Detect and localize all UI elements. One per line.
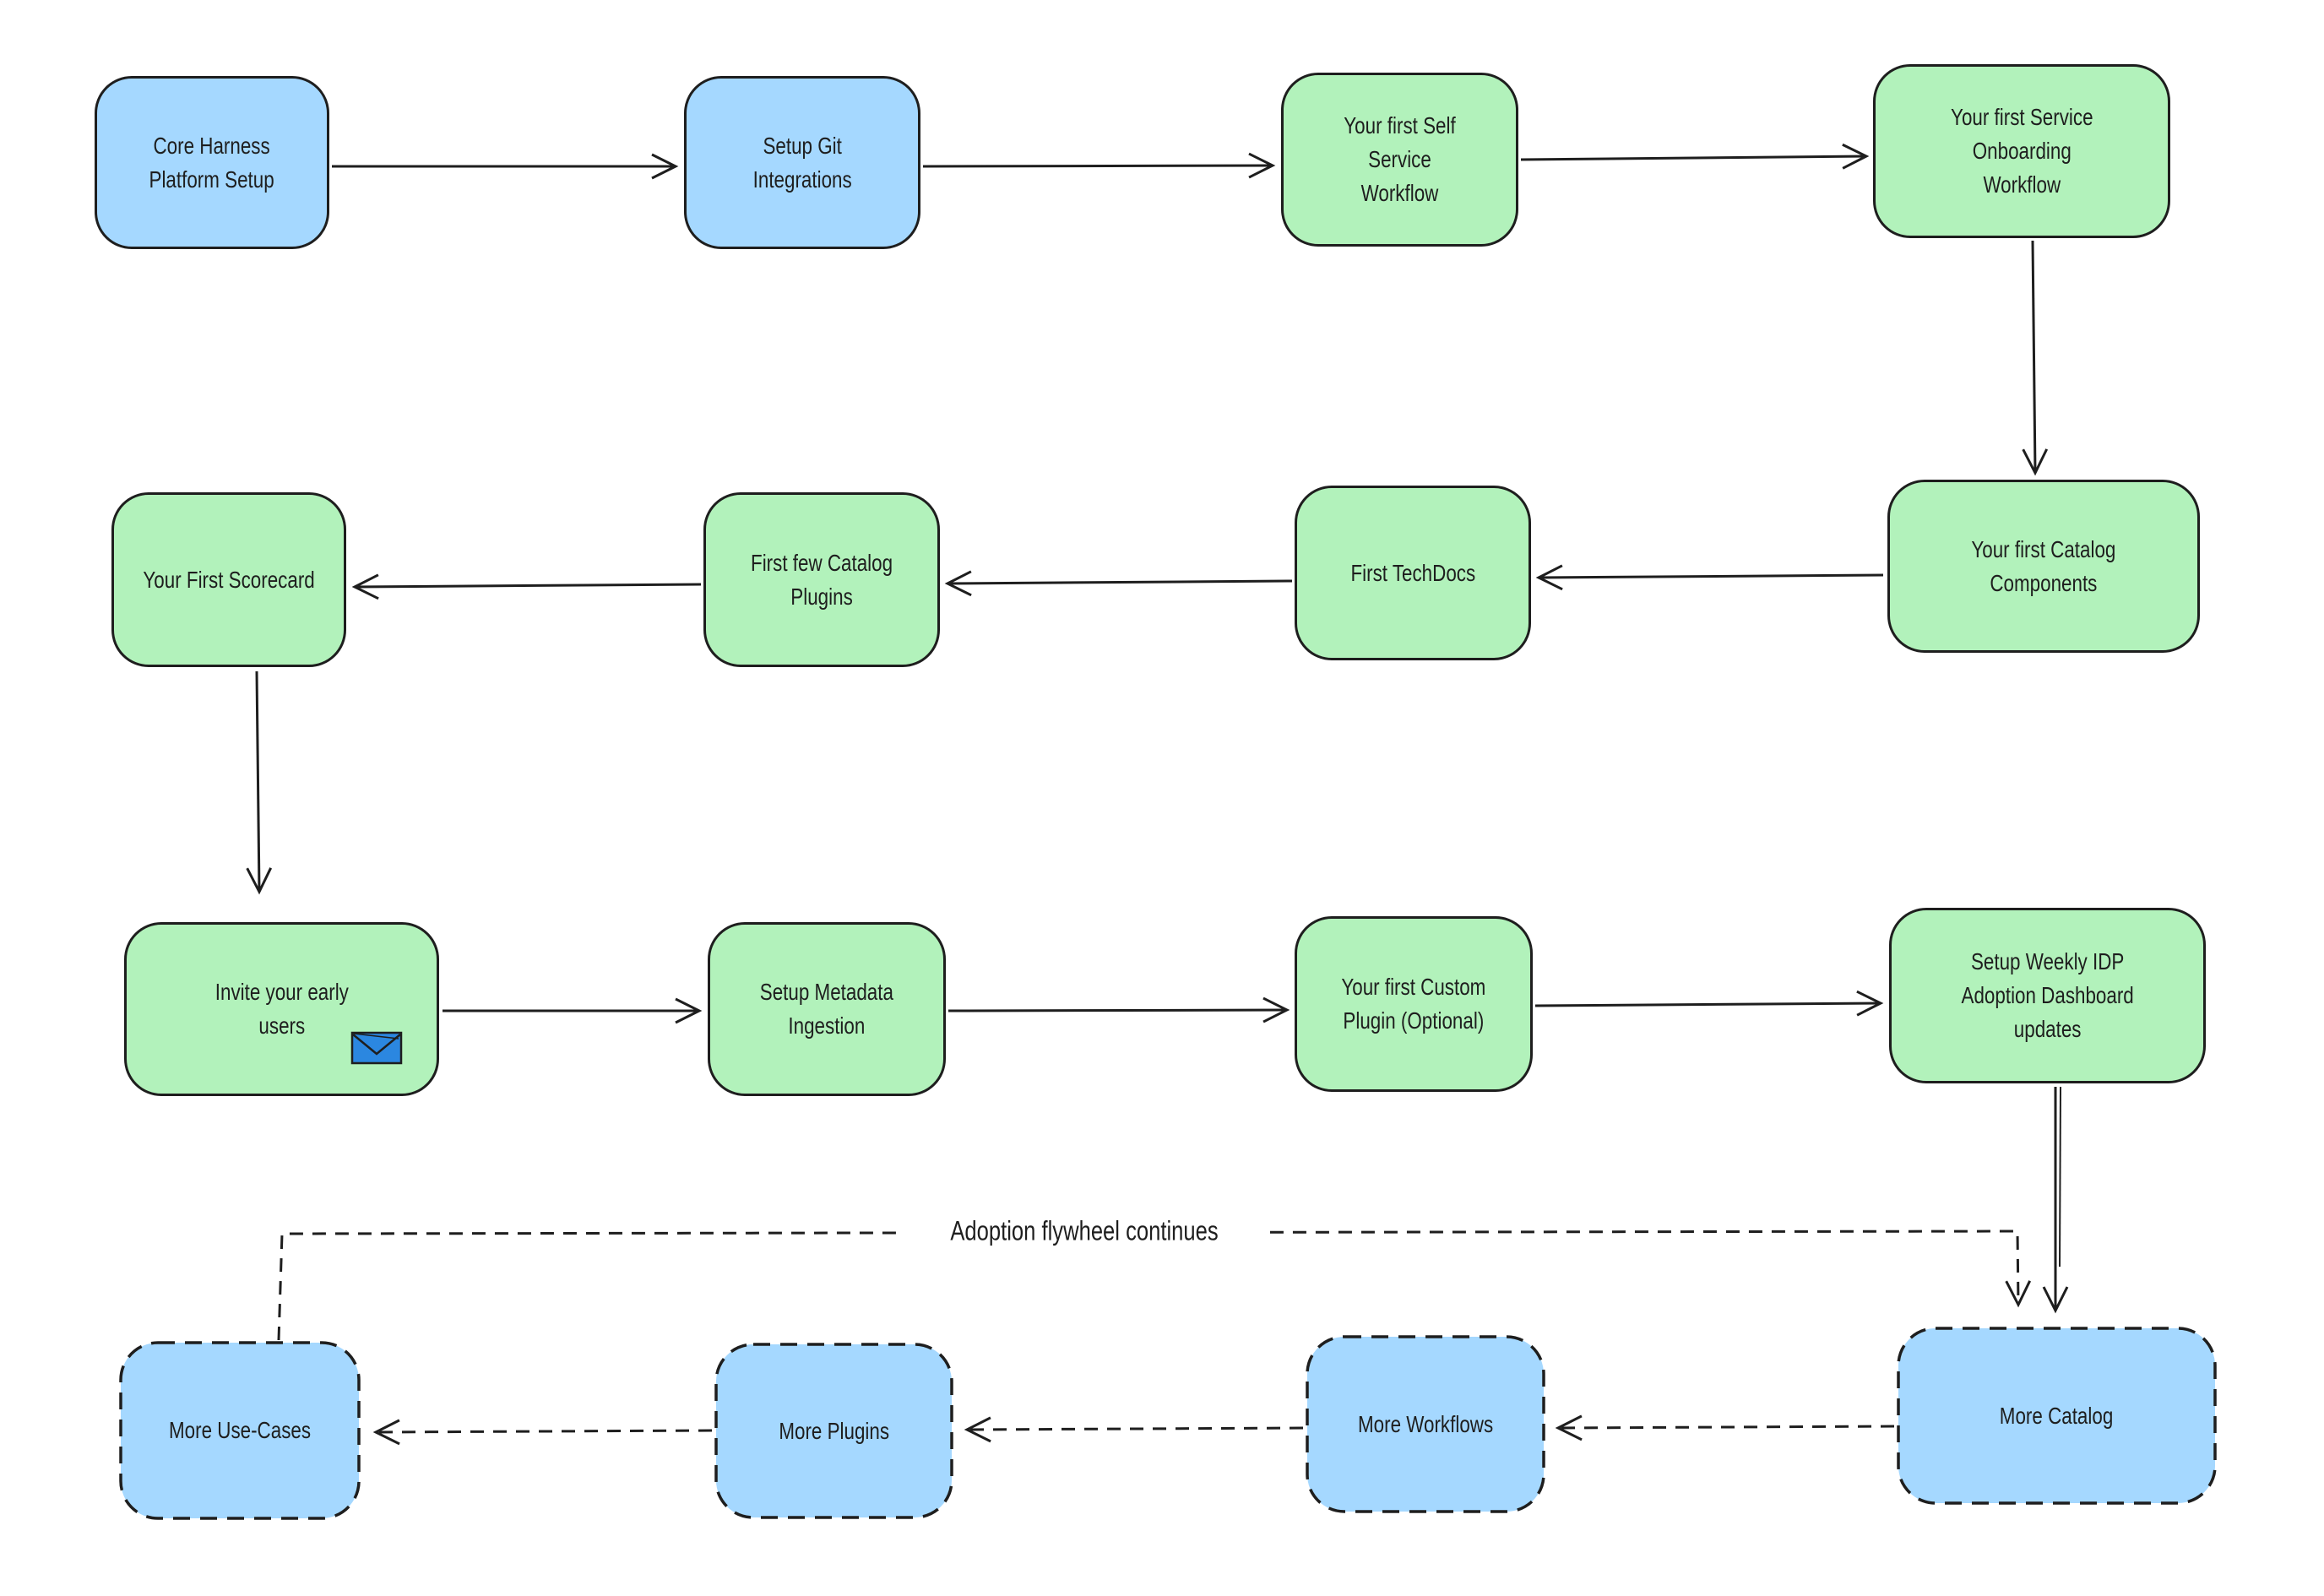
node-first-techdocs[interactable]: First TechDocs bbox=[1295, 486, 1531, 660]
arrow-self-service-to-onboarding bbox=[1520, 143, 1870, 170]
arrow-metadata-to-custom-plugin bbox=[948, 996, 1290, 1023]
node-label: First TechDocs bbox=[1350, 559, 1475, 586]
flywheel-label: Adoption flywheel continues bbox=[903, 1215, 1266, 1247]
node-more-use-cases[interactable]: More Use-Cases bbox=[121, 1343, 359, 1518]
node-label: Your First Scorecard bbox=[143, 566, 315, 593]
arrow-more-workflows-to-more-plugins bbox=[964, 1416, 1304, 1443]
node-label: Your first Catalog Components bbox=[1971, 535, 2116, 596]
arrow-more-catalog-to-more-workflows bbox=[1555, 1414, 1895, 1441]
node-first-self-service-workflow[interactable]: Your first Self Service Workflow bbox=[1281, 73, 1518, 247]
node-invite-early-users[interactable]: Invite your early users bbox=[124, 922, 439, 1096]
node-label: More Workflows bbox=[1357, 1410, 1494, 1437]
node-setup-metadata-ingestion[interactable]: Setup Metadata Ingestion bbox=[708, 922, 946, 1096]
node-first-few-catalog-plugins[interactable]: First few Catalog Plugins bbox=[703, 492, 940, 667]
arrow-catalog-components-to-techdocs bbox=[1535, 564, 1884, 591]
node-weekly-idp-adoption-dashboard[interactable]: Setup Weekly IDP Adoption Dashboard upda… bbox=[1889, 908, 2206, 1083]
arrow-techdocs-to-catalog-plugins bbox=[944, 570, 1293, 597]
node-first-service-onboarding-workflow[interactable]: Your first Service Onboarding Workflow bbox=[1873, 64, 2170, 238]
arrow-more-plugins-to-more-use-cases bbox=[372, 1419, 713, 1446]
node-setup-git-integrations[interactable]: Setup Git Integrations bbox=[684, 76, 920, 249]
node-label: Core Harness Platform Setup bbox=[149, 132, 275, 193]
node-label: First few Catalog Plugins bbox=[750, 549, 893, 610]
node-label: Your first Service Onboarding Workflow bbox=[1950, 104, 2093, 198]
arrow-scorecard-to-invite bbox=[246, 670, 273, 895]
node-first-catalog-components[interactable]: Your first Catalog Components bbox=[1887, 480, 2200, 653]
arrow-dashboard-to-more-catalog-stroke2 bbox=[2059, 1086, 2061, 1268]
node-label: More Plugins bbox=[779, 1417, 889, 1444]
node-label: More Use-Cases bbox=[168, 1417, 312, 1444]
node-label: More Catalog bbox=[2000, 1402, 2114, 1429]
node-label: Setup Metadata Ingestion bbox=[759, 979, 894, 1039]
node-label: Your first Self Service Workflow bbox=[1344, 112, 1456, 206]
envelope-icon bbox=[350, 1031, 403, 1065]
node-more-catalog[interactable]: More Catalog bbox=[1898, 1328, 2215, 1503]
node-label: Setup Git Integrations bbox=[752, 132, 852, 193]
node-label: Setup Weekly IDP Adoption Dashboard upda… bbox=[1961, 948, 2134, 1042]
arrow-custom-plugin-to-dashboard bbox=[1534, 990, 1884, 1017]
node-more-workflows[interactable]: More Workflows bbox=[1307, 1337, 1544, 1512]
node-core-harness-platform-setup[interactable]: Core Harness Platform Setup bbox=[95, 76, 329, 249]
node-more-plugins[interactable]: More Plugins bbox=[716, 1344, 952, 1517]
node-label: Invite your early users bbox=[214, 979, 349, 1039]
flywheel-connector bbox=[277, 1230, 2032, 1341]
node-first-scorecard[interactable]: Your First Scorecard bbox=[111, 492, 346, 667]
arrow-catalog-plugins-to-scorecard bbox=[351, 573, 702, 600]
arrow-onboarding-to-catalog-components bbox=[2022, 240, 2049, 476]
node-label: Your first Custom Plugin (Optional) bbox=[1341, 974, 1486, 1034]
node-first-custom-plugin[interactable]: Your first Custom Plugin (Optional) bbox=[1295, 916, 1533, 1092]
